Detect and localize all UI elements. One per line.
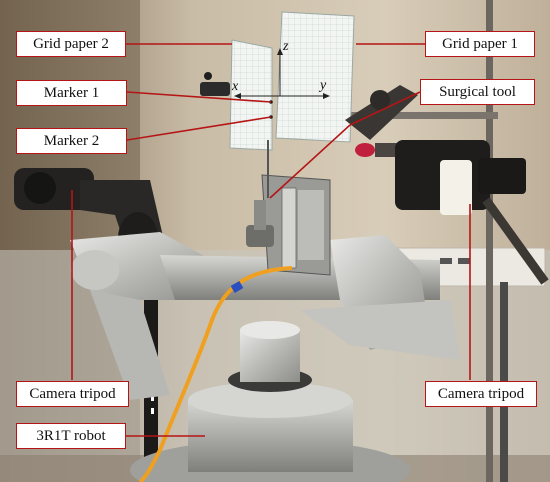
- right-stand-pole: [486, 0, 493, 482]
- grid-paper-1: [275, 11, 355, 143]
- label-grid-paper-2: Grid paper 2: [16, 31, 126, 57]
- paper-clamp: [200, 82, 230, 96]
- right-camera-arm: [345, 85, 418, 140]
- label-camera-tripod-right: Camera tripod: [425, 381, 537, 407]
- label-robot: 3R1T robot: [16, 423, 126, 449]
- x-axis-label: x: [232, 79, 239, 94]
- right-tripod-leg: [482, 197, 549, 285]
- red-knob: [355, 143, 375, 157]
- y-axis-label: y: [320, 78, 327, 93]
- label-grid-paper-1: Grid paper 1: [425, 31, 535, 57]
- label-camera-tripod-left: Camera tripod: [16, 381, 129, 407]
- label-marker-2: Marker 2: [16, 128, 127, 154]
- label-surgical-tool: Surgical tool: [420, 79, 535, 105]
- callout-lines: [71, 43, 471, 437]
- label-marker-1: Marker 1: [16, 80, 127, 106]
- fiber-cable: [138, 266, 293, 482]
- grid-paper-2: [229, 39, 273, 151]
- z-axis-label: z: [283, 39, 289, 54]
